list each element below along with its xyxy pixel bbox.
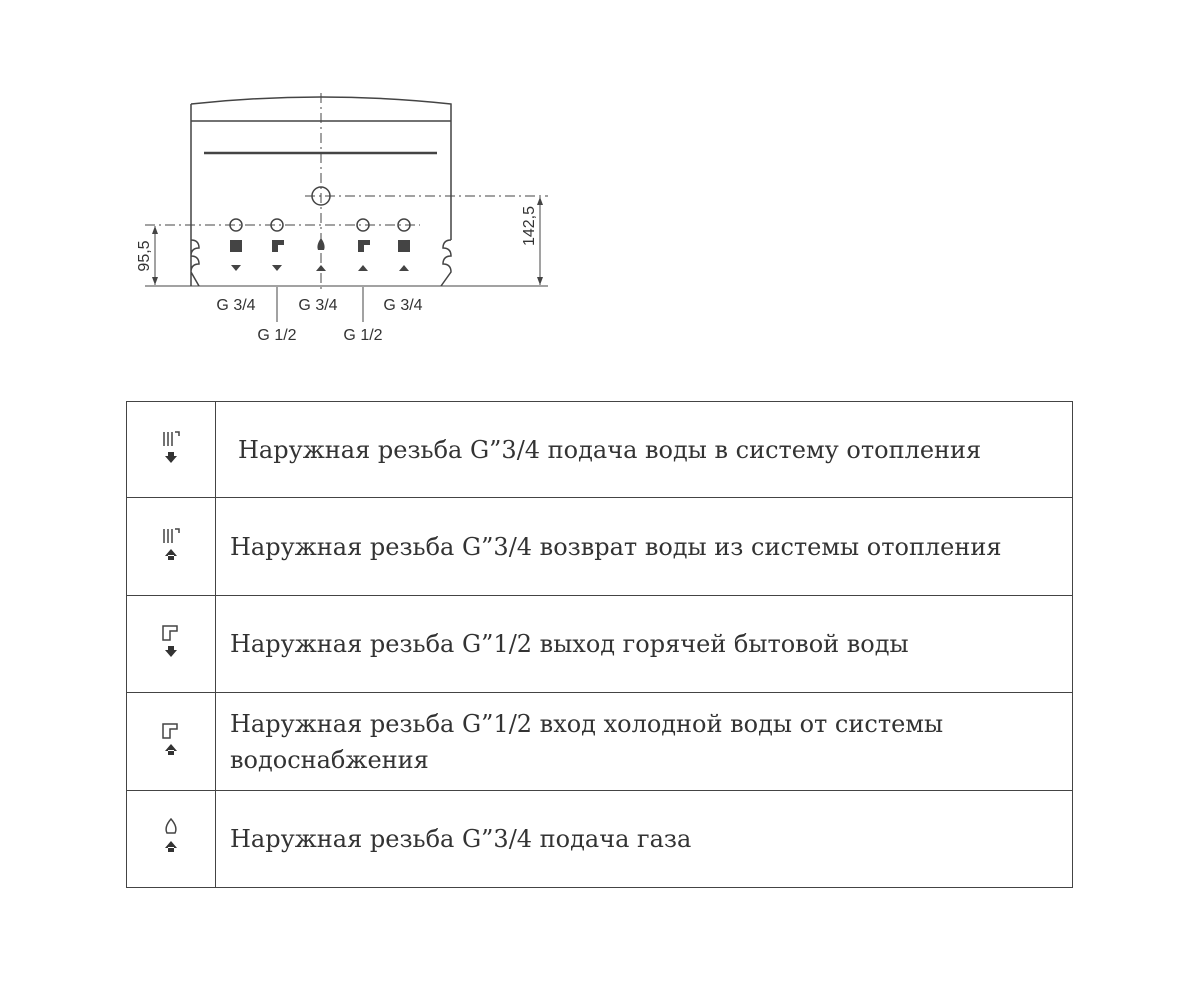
row-text: Наружная резьба G”3/4 возврат воды из си… [215,497,1073,596]
arrow-up-icon [316,265,409,271]
icon-cell [126,497,216,596]
icon-cell [126,692,216,791]
dimension-left: 95,5 [136,240,153,271]
row-text-line: водоснабжения [230,745,429,774]
faucet-icon [272,240,284,252]
icon-cell [126,595,216,693]
icon-cell [126,401,216,498]
row-text: Наружная резьба G”1/2 вход холодной воды… [215,692,1073,791]
table-row: Наружная резьба G”3/4 возврат воды из си… [126,497,1073,596]
arrow-up-icon [165,743,177,755]
table-row: Наружная резьба G”3/4 подача воды в сист… [126,401,1073,498]
table-row: Наружная резьба G”3/4 подача газа [126,790,1073,888]
row-text: Наружная резьба G”1/2 выход горячей быто… [215,595,1073,693]
table-row: Наружная резьба G”1/2 выход горячей быто… [126,595,1073,693]
boiler-connection-diagram: 95,5 142,5 G 3/4 G 3/4 G 3/4 G 1/2 G 1/2 [136,93,548,344]
row-text: Наружная резьба G”3/4 подача воды в сист… [215,401,1073,498]
arrow-up-icon [165,841,177,852]
radiator-icon [163,527,180,543]
arrow-down-icon [231,265,282,271]
dimension-right: 142,5 [521,206,538,246]
faucet-icon [162,722,178,739]
label-g34: G 3/4 [383,297,422,314]
gas-flame-icon [317,238,325,250]
faucet-icon [162,625,178,641]
label-g12: G 1/2 [343,327,382,344]
arrow-up-icon [165,548,177,560]
gas-connection-circle [311,186,331,206]
faucet-icon [358,240,370,252]
radiator-icon [230,240,242,252]
icon-cell [126,790,216,888]
row-text: Наружная резьба G”3/4 подача газа [215,790,1073,888]
connections-table: Наружная резьба G”3/4 подача воды в сист… [126,401,1073,888]
boiler-body-outline [190,96,452,287]
arrow-down-icon [165,451,177,463]
label-g12: G 1/2 [257,327,296,344]
radiator-icon [163,430,180,446]
gas-flame-icon [165,817,177,834]
radiator-icon [398,240,410,252]
row-text-line: Наружная резьба G”1/2 вход холодной воды… [230,709,944,738]
label-g34: G 3/4 [298,297,337,314]
table-row: Наружная резьба G”1/2 вход холодной воды… [126,692,1073,791]
arrow-down-icon [165,646,177,657]
label-g34: G 3/4 [216,297,255,314]
